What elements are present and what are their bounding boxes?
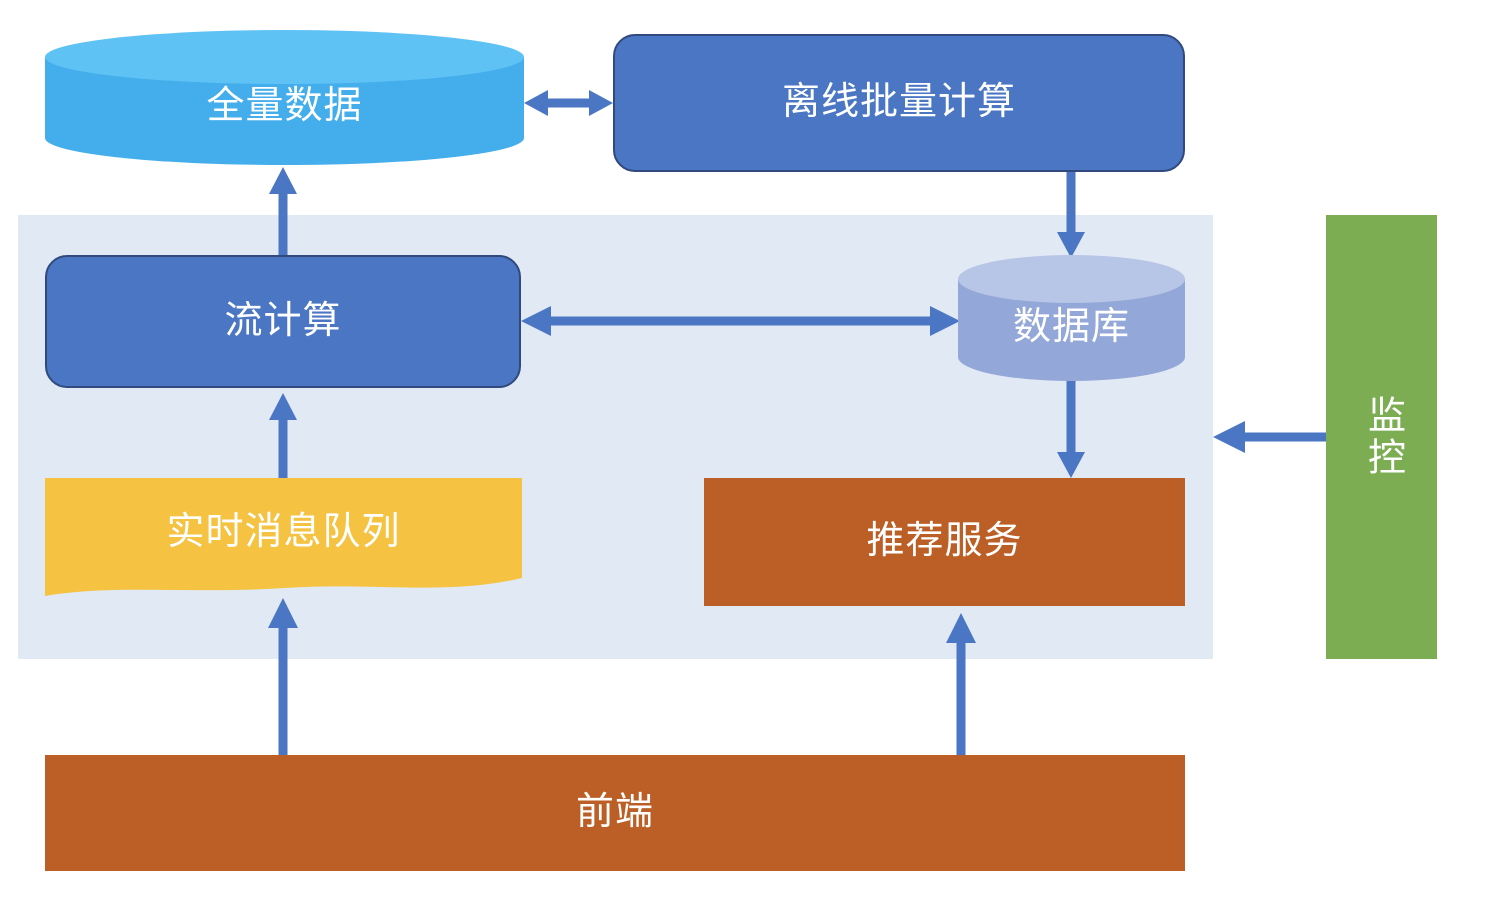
node-label-message-queue: 实时消息队列 [166, 511, 401, 553]
edge-fulldata-offlinebatch [524, 90, 613, 116]
node-full-data[interactable]: 全量数据 [45, 30, 524, 165]
node-label-monitor: 监控 [1361, 395, 1404, 479]
node-label-full-data: 全量数据 [206, 85, 363, 127]
node-monitor[interactable]: 监控 [1326, 215, 1437, 659]
node-label-frontend: 前端 [575, 791, 654, 834]
node-offline-batch[interactable]: 离线批量计算 [613, 34, 1185, 172]
node-label-recommend-service: 推荐服务 [866, 520, 1023, 563]
node-label-stream-compute: 流计算 [224, 299, 342, 342]
node-recommend-service[interactable]: 推荐服务 [704, 478, 1185, 606]
node-frontend[interactable]: 前端 [45, 755, 1185, 871]
node-database[interactable]: 数据库 [958, 255, 1185, 381]
node-message-queue[interactable]: 实时消息队列 [45, 478, 522, 598]
edge-monitor-realtimepanel [1213, 421, 1326, 453]
node-label-offline-batch: 离线批量计算 [781, 81, 1016, 124]
node-label-database: 数据库 [1012, 306, 1130, 348]
node-stream-compute[interactable]: 流计算 [45, 255, 521, 388]
